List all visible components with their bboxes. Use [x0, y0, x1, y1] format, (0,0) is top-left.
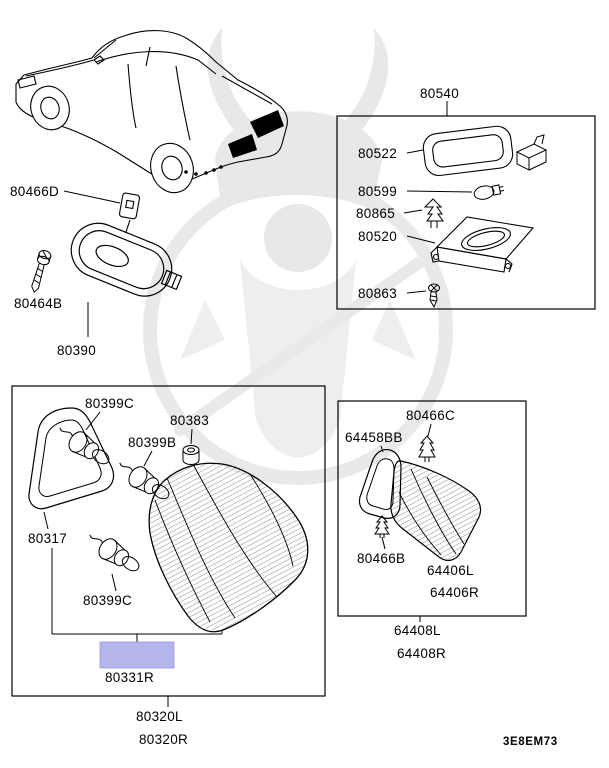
license-connector-drawing	[515, 134, 548, 171]
part-label-80331R[interactable]: 80331R	[105, 670, 155, 685]
part-label-80540[interactable]: 80540	[420, 86, 460, 101]
part-label-64406L[interactable]: 64406L	[427, 563, 474, 578]
part-label-80399C-upper[interactable]: 80399C	[85, 396, 135, 411]
part-label-80466D[interactable]: 80466D	[10, 184, 60, 199]
part-label-80399B[interactable]: 80399B	[128, 435, 177, 450]
part-label-80320R[interactable]: 80320R	[139, 732, 189, 747]
part-label-80520[interactable]: 80520	[358, 229, 398, 244]
selected-part-highlight[interactable]	[99, 641, 175, 669]
license-bulb-drawing	[406, 184, 505, 200]
part-label-64408L[interactable]: 64408L	[394, 623, 441, 638]
part-label-80466B[interactable]: 80466B	[357, 551, 406, 566]
tail-gasket-drawing	[28, 407, 115, 530]
watermark-logo	[143, 28, 453, 485]
inner-clip-upper-drawing	[418, 423, 436, 462]
inner-clip-lower-drawing	[374, 515, 390, 550]
part-label-80599[interactable]: 80599	[358, 184, 398, 199]
diagram-code: 3E8EM73	[503, 736, 558, 748]
part-label-64408R[interactable]: 64408R	[397, 646, 447, 661]
inner-lens-drawing	[390, 460, 482, 562]
part-label-80320L[interactable]: 80320L	[136, 709, 183, 724]
part-label-80865[interactable]: 80865	[356, 206, 396, 221]
tail-lamp-highlight-marks	[184, 110, 284, 176]
part-label-80522[interactable]: 80522	[358, 146, 398, 161]
part-label-80464B[interactable]: 80464B	[14, 296, 63, 311]
part-label-80383[interactable]: 80383	[170, 413, 210, 428]
side-marker-screw-drawing	[31, 250, 52, 294]
tail-socket-upper-drawing	[59, 411, 110, 465]
tail-grommet-drawing	[182, 428, 200, 465]
inner-lamp-group-box	[337, 400, 527, 622]
tail-socket-lower-drawing	[89, 534, 140, 592]
license-socket-drawing	[403, 198, 444, 228]
side-marker-clip-drawing	[63, 190, 141, 233]
tail-lamp-group-box	[11, 385, 326, 707]
part-label-80466C[interactable]: 80466C	[406, 408, 456, 423]
part-label-64458BB[interactable]: 64458BB	[345, 430, 403, 445]
part-label-80399C-lower[interactable]: 80399C	[83, 593, 133, 608]
license-gasket-drawing	[406, 125, 514, 177]
part-label-80390[interactable]: 80390	[57, 343, 97, 358]
side-marker-lamp-drawing	[70, 222, 183, 337]
tail-lens-drawing	[148, 462, 309, 633]
license-housing-drawing	[406, 216, 535, 273]
car-illustration	[15, 30, 288, 194]
license-lamp-group-box	[336, 101, 596, 310]
part-label-80863[interactable]: 80863	[358, 286, 398, 301]
tail-bracket-lines	[51, 548, 223, 642]
part-label-64406R[interactable]: 64406R	[430, 585, 480, 600]
part-label-80317[interactable]: 80317	[28, 531, 68, 546]
license-screw-drawing	[406, 283, 440, 309]
